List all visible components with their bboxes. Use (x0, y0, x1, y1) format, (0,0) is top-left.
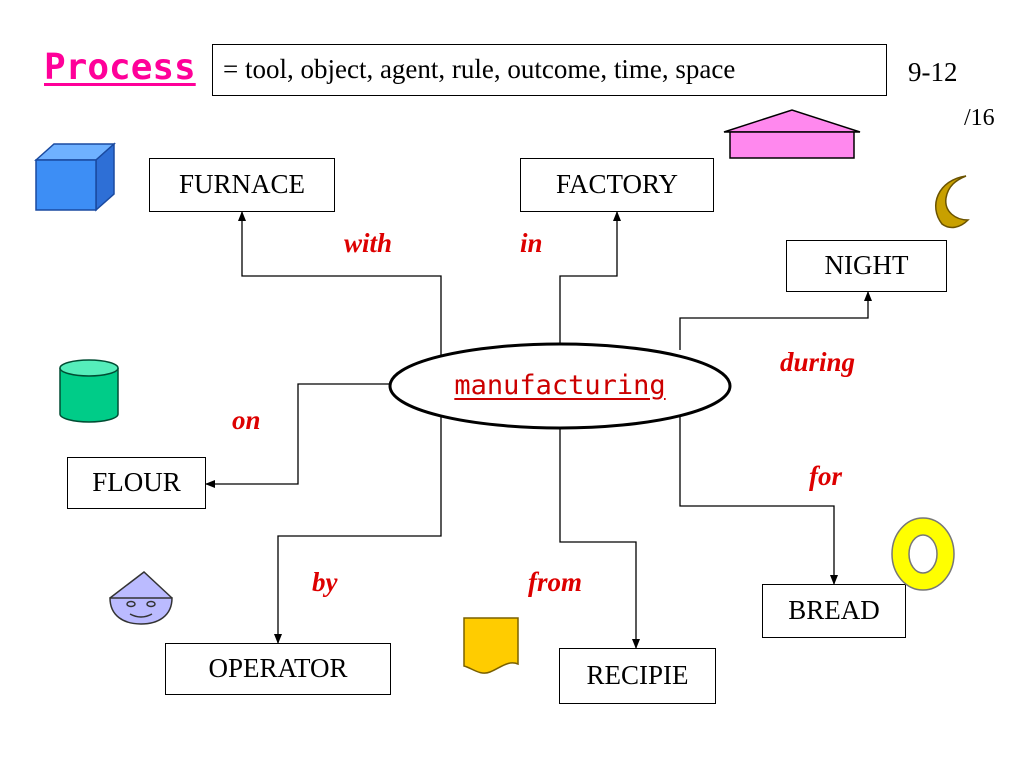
connector-from (559, 421, 640, 649)
connector-in (559, 211, 621, 343)
node-bread: BREAD (762, 584, 906, 638)
page-total: /16 (964, 105, 995, 131)
relation-for: for (809, 461, 842, 491)
definition-box: = tool, object, agent, rule, outcome, ti… (212, 44, 887, 96)
node-furnace: FURNACE (149, 158, 335, 212)
green-cylinder-icon (59, 359, 119, 423)
relation-from: from (528, 567, 582, 597)
connector-on (205, 383, 390, 488)
page-number: 9-12 (908, 57, 958, 87)
yellow-document-icon (463, 617, 519, 674)
node-operator: OPERATOR (165, 643, 391, 695)
connector-by (274, 414, 442, 644)
relation-by: by (312, 567, 338, 597)
node-flour: FLOUR (67, 457, 206, 509)
node-factory: FACTORY (520, 158, 714, 212)
center-ellipse (388, 342, 732, 430)
relation-in: in (520, 228, 543, 258)
node-night: NIGHT (786, 240, 947, 292)
crescent-moon-icon (935, 175, 970, 229)
face-with-hat-icon (109, 571, 173, 625)
yellow-ring-icon (891, 517, 955, 591)
relation-during: during (780, 347, 856, 377)
connector-with (238, 211, 442, 356)
relation-on: on (232, 405, 261, 435)
center-label: manufacturing (454, 370, 666, 401)
connector-during (679, 291, 872, 350)
connector-for (679, 412, 838, 585)
pink-house-icon (723, 109, 861, 159)
blue-cube-icon (34, 142, 116, 212)
relation-with: with (344, 228, 393, 258)
node-recipie: RECIPIE (559, 648, 716, 704)
page-title: Process (44, 47, 196, 88)
